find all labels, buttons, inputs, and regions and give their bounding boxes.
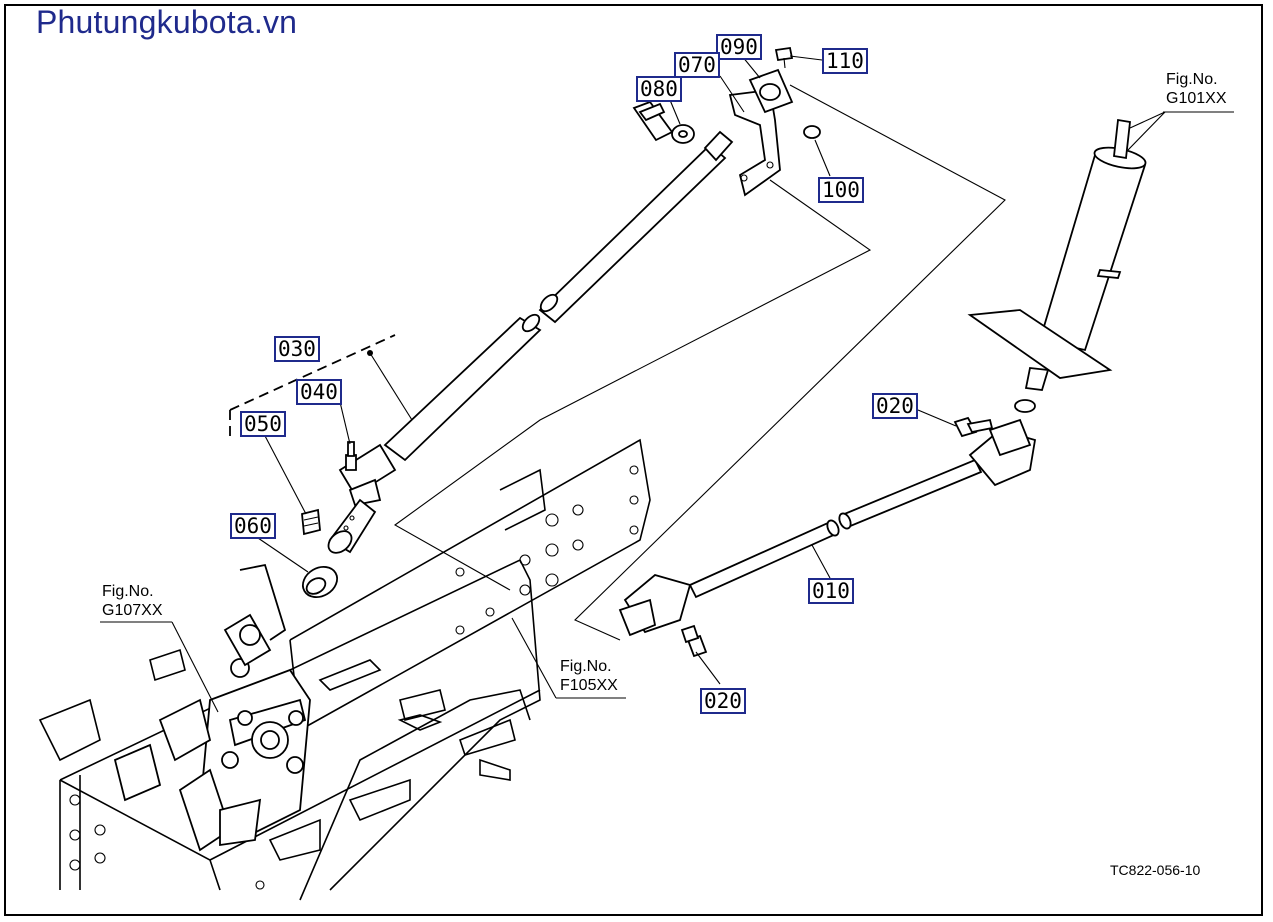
chassis-frame: [38, 558, 541, 901]
intermediate-shaft-010: [618, 418, 1037, 637]
figure-ref-code: F105XX: [560, 677, 618, 694]
site-watermark: Phutungkubota.vn: [36, 4, 298, 40]
bolt-020-lower: [680, 624, 708, 658]
part-label-060[interactable]: 060: [230, 513, 276, 539]
figure-ref-g101[interactable]: Fig.No. G101XX: [1166, 70, 1226, 108]
lower-shaft-030: [327, 130, 734, 554]
figure-ref-code: G101XX: [1166, 90, 1227, 107]
figure-ref-label: Fig.No.: [1166, 71, 1218, 88]
part-label-010[interactable]: 010: [808, 578, 854, 604]
part-label-020-lower[interactable]: 020: [700, 688, 746, 714]
steering-gearbox: [113, 563, 311, 852]
bolt-020-upper: [953, 416, 994, 438]
assembly-lines: [229, 84, 1006, 641]
flange-bearing-090: [748, 68, 794, 114]
part-label-020-upper[interactable]: 020: [872, 393, 918, 419]
part-label-080[interactable]: 080: [636, 76, 682, 102]
figure-ref-g107[interactable]: Fig.No. G107XX: [102, 582, 162, 620]
figure-ref-f105[interactable]: Fig.No. F105XX: [560, 657, 618, 695]
figure-ref-code: G107XX: [102, 602, 163, 619]
part-label-070[interactable]: 070: [674, 52, 720, 78]
steering-column: [967, 118, 1147, 413]
part-label-040[interactable]: 040: [296, 379, 342, 405]
part-label-030[interactable]: 030: [274, 336, 320, 362]
grease-nipple-040: [345, 441, 357, 471]
diagram-frame: [4, 4, 1263, 916]
bolt-050: [301, 508, 321, 536]
figure-ref-label: Fig.No.: [560, 658, 612, 675]
bolt-110: [774, 46, 794, 69]
bushing-080: [632, 100, 695, 144]
figure-ref-label: Fig.No.: [102, 583, 154, 600]
nut-100: [803, 125, 821, 139]
part-label-090[interactable]: 090: [716, 34, 762, 60]
bearing-060: [302, 566, 338, 598]
part-label-110[interactable]: 110: [822, 48, 868, 74]
part-label-050[interactable]: 050: [240, 411, 286, 437]
part-label-100[interactable]: 100: [818, 177, 864, 203]
drawing-code: TC822-056-10: [1110, 862, 1201, 878]
